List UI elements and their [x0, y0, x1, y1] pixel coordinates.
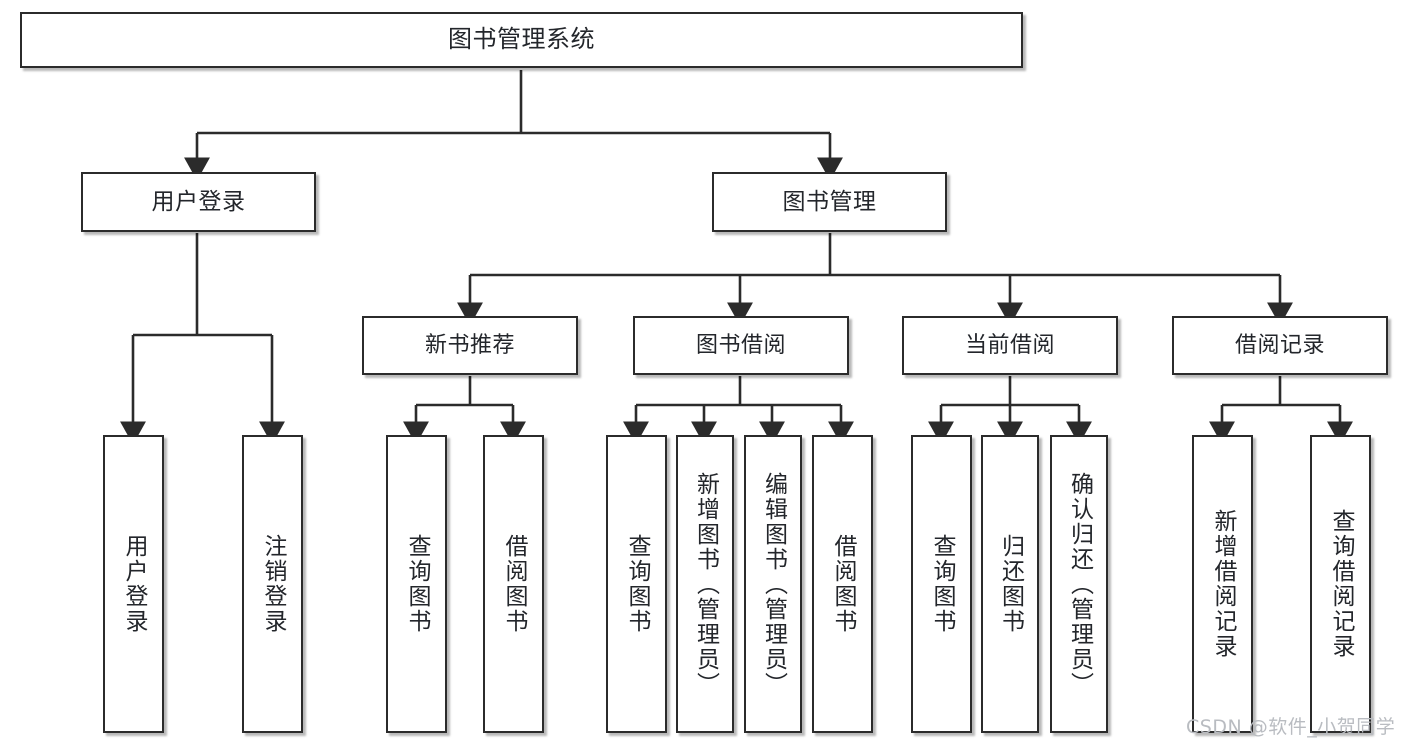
node-label: 查询图书	[404, 534, 430, 634]
leaf-confirm-return-admin[interactable]: 确认归还（管理员）	[1050, 435, 1108, 733]
edge-newbook-to-leaves	[403, 376, 526, 445]
node-label: 当前借阅	[964, 332, 1055, 358]
node-label: 查询图书	[624, 534, 650, 634]
node-current-borrow[interactable]: 当前借阅	[902, 316, 1118, 375]
node-label: 用户登录	[151, 188, 246, 215]
leaf-user-login[interactable]: 用户登录	[103, 435, 164, 733]
node-label: 借阅图书	[501, 534, 527, 634]
node-label: 查询借阅记录	[1328, 509, 1354, 659]
leaf-add-book-admin[interactable]: 新增图书（管理员）	[676, 435, 734, 733]
node-label: 图书借阅	[695, 332, 786, 358]
node-book-borrow[interactable]: 图书借阅	[633, 316, 849, 375]
node-borrow-record[interactable]: 借阅记录	[1172, 316, 1388, 375]
node-label: 图书管理	[782, 188, 877, 215]
node-root-system[interactable]: 图书管理系统	[20, 12, 1023, 68]
node-book-management[interactable]: 图书管理	[712, 172, 947, 232]
node-label: 图书管理系统	[448, 25, 595, 54]
node-label: 新书推荐	[424, 332, 515, 358]
leaf-query-borrow-record[interactable]: 查询借阅记录	[1310, 435, 1371, 733]
leaf-borrow-book-recommend[interactable]: 借阅图书	[483, 435, 544, 733]
leaf-query-book-recommend[interactable]: 查询图书	[386, 435, 447, 733]
leaf-borrow-book[interactable]: 借阅图书	[812, 435, 873, 733]
edge-bookborrow-to-leaves	[623, 376, 854, 445]
edge-userlogin-to-leaves	[120, 233, 285, 445]
node-new-book-recommend[interactable]: 新书推荐	[362, 316, 578, 375]
node-label: 借阅图书	[830, 534, 856, 634]
leaf-logout[interactable]: 注销登录	[242, 435, 303, 733]
edge-root-to-level1	[184, 70, 843, 181]
leaf-query-book-borrow[interactable]: 查询图书	[606, 435, 667, 733]
leaf-add-borrow-record[interactable]: 新增借阅记录	[1192, 435, 1253, 733]
node-label: 新增图书（管理员）	[692, 471, 719, 697]
edge-borrowrecord-to-leaves	[1209, 376, 1353, 445]
leaf-edit-book-admin[interactable]: 编辑图书（管理员）	[744, 435, 802, 733]
node-label: 编辑图书（管理员）	[760, 471, 787, 697]
node-label: 借阅记录	[1234, 332, 1325, 358]
node-user-login[interactable]: 用户登录	[81, 172, 316, 232]
edge-bookmgmt-to-level2	[457, 233, 1293, 326]
node-label: 查询图书	[929, 534, 955, 634]
node-label: 确认归还（管理员）	[1066, 471, 1093, 697]
node-label: 归还图书	[997, 534, 1024, 634]
node-label: 用户登录	[121, 534, 147, 634]
node-label: 注销登录	[260, 534, 286, 634]
edge-currentborrow-to-leaves	[928, 376, 1092, 445]
leaf-query-book-current[interactable]: 查询图书	[911, 435, 972, 733]
node-label: 新增借阅记录	[1210, 509, 1236, 659]
leaf-return-book[interactable]: 归还图书	[981, 435, 1039, 733]
